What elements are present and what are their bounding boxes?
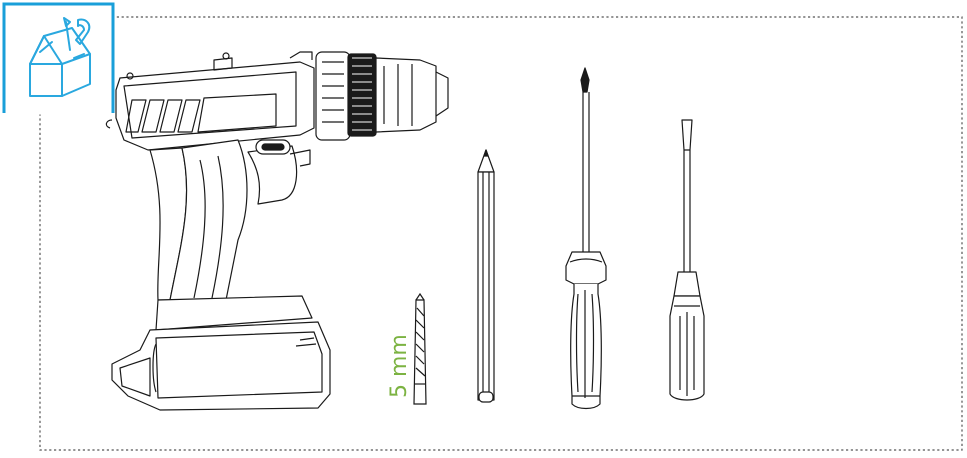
cordless-drill [105, 51, 449, 411]
phillips-screwdriver [565, 67, 607, 410]
drill-bit [413, 292, 427, 405]
corner-frame [2, 2, 115, 113]
drill-bit-size-label: 5 mm [387, 334, 412, 398]
toolbox-icon [29, 17, 91, 97]
dotted-border [39, 16, 963, 451]
flathead-screwdriver [669, 119, 705, 401]
pencil [477, 149, 495, 403]
